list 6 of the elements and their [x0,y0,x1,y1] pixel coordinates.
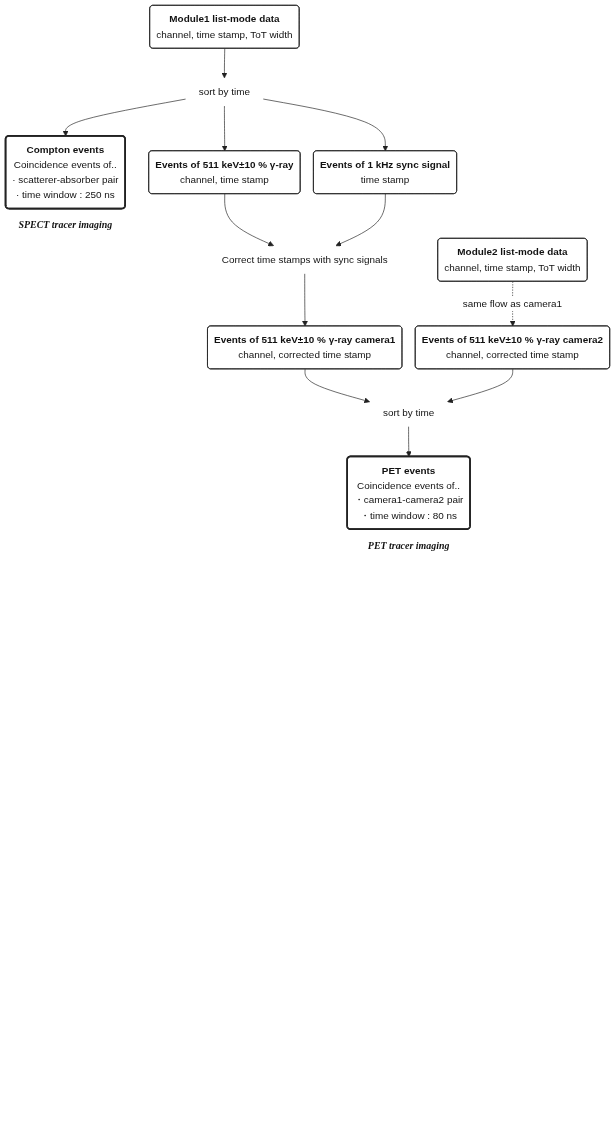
node-text: sort by time [382,406,435,418]
node-text: Correct time stamps with sync signals [221,253,388,265]
node-label: SPECT tracer imaging [18,219,113,231]
node-label: PET tracer imaging [367,540,450,551]
edge-label: same flow as camera1 [462,297,563,309]
node-text: sort by time [198,85,251,98]
